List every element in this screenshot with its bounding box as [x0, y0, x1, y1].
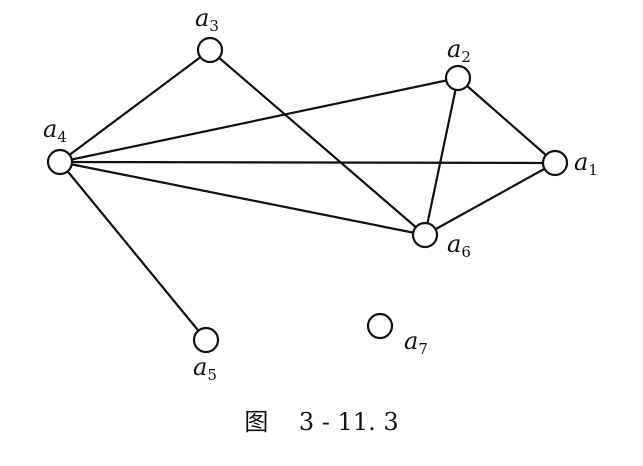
node-a2 [444, 64, 472, 92]
node-a1 [541, 149, 569, 177]
edge-a4-a2 [59, 76, 459, 164]
node-label-a6: a6 [447, 230, 471, 261]
node-label-a3: a3 [195, 4, 219, 35]
graph-diagram: a1 a2 a3 a4 a5 a6 a7 [43, 4, 598, 384]
node-label-a1: a1 [574, 148, 598, 179]
caption-prefix: 图 [244, 408, 269, 436]
edge-a6-a1 [424, 162, 556, 236]
node-label-a7: a7 [404, 327, 428, 358]
caption-number: 3 - 11. 3 [298, 408, 399, 436]
edge-a3-a6 [209, 49, 426, 236]
node-label-a4: a4 [43, 115, 67, 146]
node-a4 [46, 148, 74, 176]
edge-a4-a3 [59, 49, 211, 163]
edge-a2-a6 [423, 77, 460, 236]
node-a7 [366, 312, 394, 340]
node-a6 [411, 221, 439, 249]
figure-caption: 图 3 - 11. 3 [0, 402, 643, 437]
edge-a4-a5 [59, 161, 207, 341]
node-label-a2: a2 [447, 35, 471, 66]
node-a5 [192, 326, 220, 354]
node-label-a5: a5 [193, 353, 217, 384]
nodes-layer: a1 a2 a3 a4 a5 a6 a7 [43, 4, 598, 384]
edge-a4-a1 [59, 160, 556, 165]
edge-a2-a1 [457, 77, 556, 164]
edge-a4-a6 [59, 160, 426, 237]
edges-layer [59, 49, 556, 341]
node-a3 [196, 36, 224, 64]
